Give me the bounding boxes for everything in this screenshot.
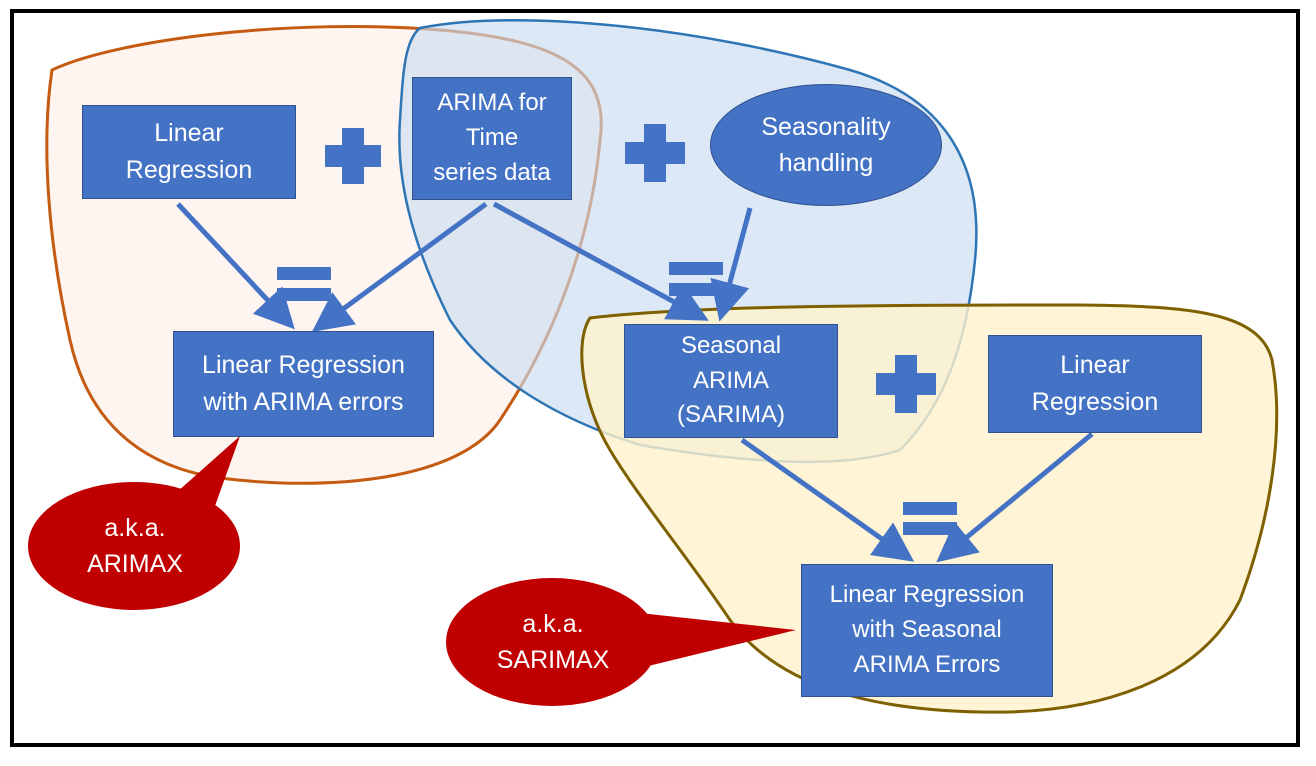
callout-arimax-bubble xyxy=(28,436,240,610)
callout-sarimax-bubble xyxy=(446,578,796,706)
arrow-arima-to-regarima xyxy=(311,201,488,332)
callout-arimax-text: a.k.a. ARIMAX xyxy=(87,513,183,578)
plus-sign-2 xyxy=(625,124,685,182)
node-sarima: Seasonal ARIMA (SARIMA) xyxy=(624,324,838,438)
node-seasonality-handling: Seasonality handling xyxy=(710,84,942,206)
plus-sign-3 xyxy=(876,355,936,413)
callout-sarimax-text: a.k.a. SARIMAX xyxy=(496,609,610,674)
arrow-arima-to-sarima xyxy=(492,201,709,321)
node-linear-regression-right: Linear Regression xyxy=(988,335,1202,433)
node-linear-regression-top: Linear Regression xyxy=(82,105,296,199)
plus-sign-1 xyxy=(325,128,381,184)
node-arima: ARIMA for Time series data xyxy=(412,77,572,200)
arrow-linreg-to-regarima xyxy=(176,202,295,330)
node-linear-regression-seasonal-errors: Linear Regression with Seasonal ARIMA Er… xyxy=(801,564,1053,697)
arrow-linreg-right-to-regseasonal xyxy=(936,432,1094,563)
node-linear-regression-arima-errors: Linear Regression with ARIMA errors xyxy=(173,331,434,437)
arrow-sarima-to-regseasonal xyxy=(740,437,915,562)
arrow-seasonality-to-sarima xyxy=(710,207,753,322)
diagram-border xyxy=(10,9,1300,747)
